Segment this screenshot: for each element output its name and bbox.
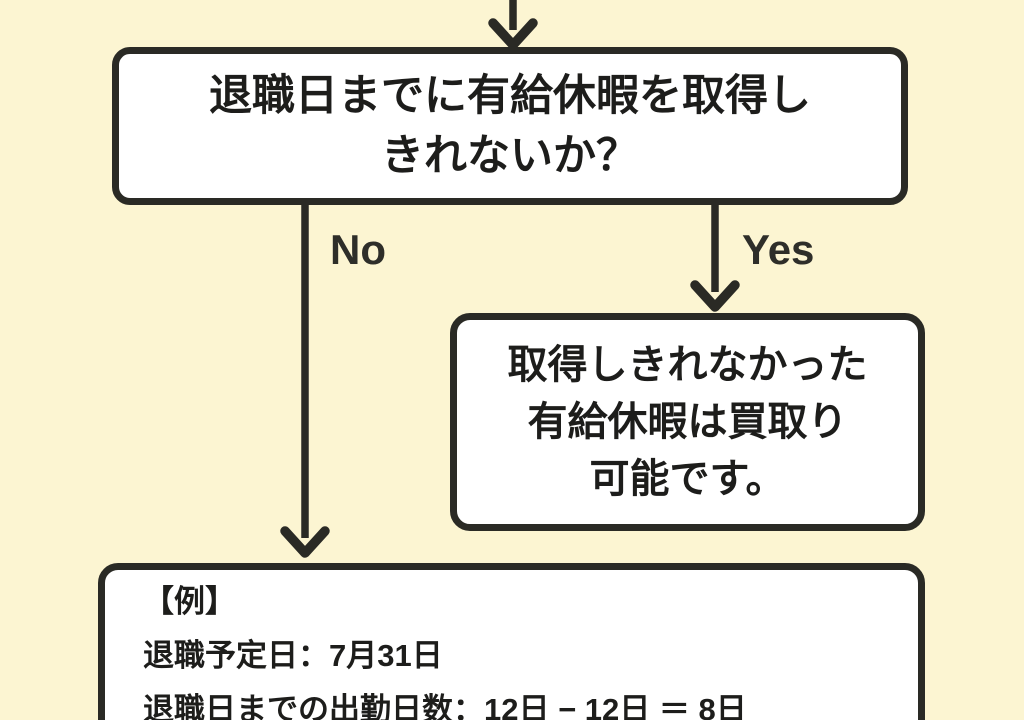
question-box-line: きれないか？	[381, 132, 639, 180]
question-box-line: 退職日までに有給休暇を取得し	[209, 72, 811, 120]
yes-branch-label: Yes	[742, 226, 815, 273]
example-box-heading: 【例】	[143, 584, 236, 619]
example-box: 【例】 退職予定日：7月31日 退職日までの出勤日数：12日 − 12日 ＝ 8…	[98, 563, 925, 720]
no-arrow-down-icon	[280, 204, 330, 558]
buyout-box-line: 取得しきれなかった	[507, 342, 868, 387]
entry-arrow-down-icon	[488, 0, 538, 50]
buyout-result-box: 取得しきれなかった 有給休暇は買取り 可能です。	[450, 313, 925, 531]
question-box: 退職日までに有給休暇を取得し きれないか？	[112, 47, 908, 205]
yes-arrow-down-icon	[690, 204, 740, 312]
buyout-box-line: 可能です。	[589, 456, 786, 501]
example-box-line: 退職日までの出勤日数：12日 − 12日 ＝ 8日	[143, 692, 747, 720]
example-box-line: 退職予定日：7月31日	[143, 638, 443, 673]
buyout-box-line: 有給休暇は買取り	[527, 399, 848, 444]
no-branch-label: No	[330, 226, 386, 273]
